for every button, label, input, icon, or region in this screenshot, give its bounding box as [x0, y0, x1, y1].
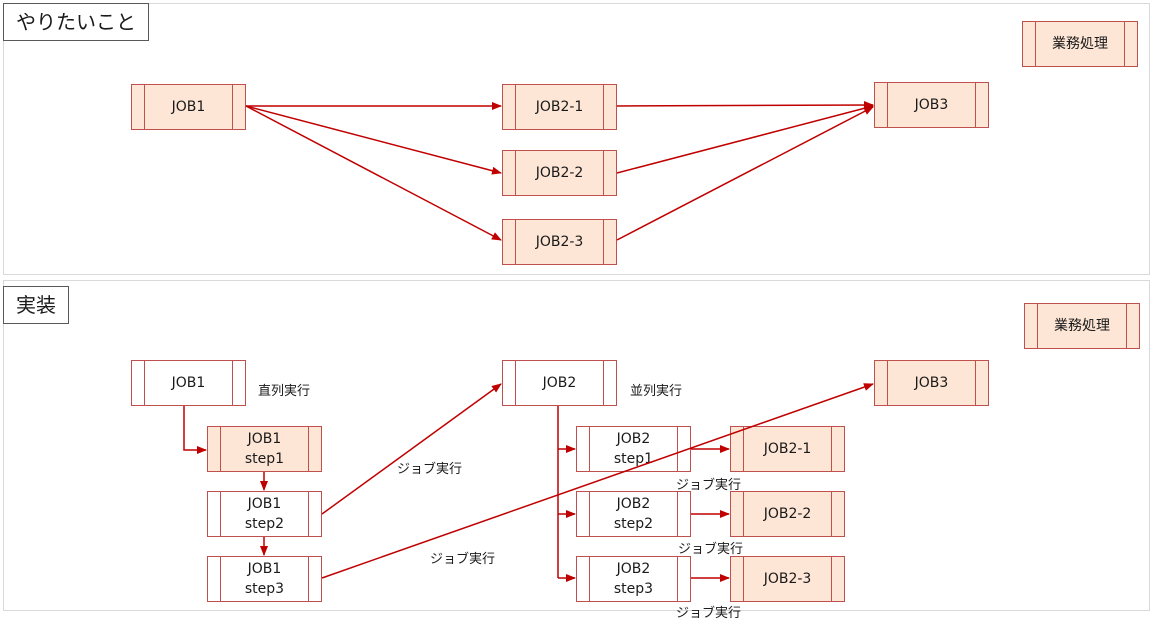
legend-business-process-bottom: 業務処理 — [1024, 303, 1140, 349]
label-parallel: 並列実行 — [630, 384, 683, 399]
node-job1-step1-step: step1 — [244, 451, 285, 467]
arrow-job2-3-to-job3 — [616, 106, 874, 241]
arrow-job2-1-to-job3 — [616, 101, 874, 110]
node-job2: JOB2 — [502, 360, 617, 406]
node-job3-top: JOB3 — [874, 82, 989, 128]
label-job-exec-5: ジョブ実行 — [676, 606, 742, 621]
node-job3: JOB3 — [874, 360, 989, 406]
label-serial: 直列実行 — [258, 384, 311, 399]
label-job-exec-2: ジョブ実行 — [430, 552, 496, 567]
node-job2-step1: JOB2 step1 — [576, 426, 691, 472]
label-job-exec-4: ジョブ実行 — [678, 542, 744, 557]
arrow-job1-to-job2-2 — [245, 105, 502, 175]
node-job1: JOB1 — [131, 360, 246, 406]
arrow-job2-2-to-job3 — [616, 104, 874, 174]
arrow-job1-to-job2-3 — [245, 105, 502, 241]
node-job2-step2-step: step2 — [613, 516, 654, 532]
node-job2-2-top: JOB2-2 — [502, 150, 617, 196]
node-job1-step3: JOB1 step3 — [207, 556, 322, 602]
node-job2-step1-step: step1 — [613, 451, 654, 467]
arrow-step3-to-job3 — [321, 383, 874, 579]
node-job1-step1: JOB1 step1 — [207, 426, 322, 472]
node-job2-1: JOB2-1 — [730, 426, 845, 472]
node-job2-3: JOB2-3 — [730, 556, 845, 602]
node-job2-step3: JOB2 step3 — [576, 556, 691, 602]
node-job2-step3-name: JOB2 — [616, 561, 651, 577]
arrow-step2-to-job2 — [321, 383, 502, 515]
node-job1-step1-name: JOB1 — [247, 431, 282, 447]
label-job-exec-3: ジョブ実行 — [676, 478, 742, 493]
top-panel-tag: やりたいこと — [3, 3, 149, 41]
node-job1-step3-name: JOB1 — [247, 561, 282, 577]
arrow-job1-to-step1 — [183, 406, 207, 454]
node-job2-2: JOB2-2 — [730, 491, 845, 537]
legend-business-process-top: 業務処理 — [1022, 21, 1138, 67]
node-job2-1-top: JOB2-1 — [502, 84, 617, 130]
node-job1-step2: JOB1 step2 — [207, 491, 322, 537]
node-job1-step3-step: step3 — [244, 581, 285, 597]
node-job1-step2-name: JOB1 — [247, 496, 282, 512]
node-job2-3-top: JOB2-3 — [502, 219, 617, 265]
node-job2-step3-step: step3 — [613, 581, 654, 597]
node-job2-step2: JOB2 step2 — [576, 491, 691, 537]
node-job2-step1-name: JOB2 — [616, 431, 651, 447]
node-job1-top: JOB1 — [131, 84, 246, 130]
node-job1-step2-step: step2 — [244, 516, 285, 532]
bottom-panel-tag: 実装 — [3, 286, 69, 324]
node-job2-step2-name: JOB2 — [616, 496, 651, 512]
label-job-exec-1: ジョブ実行 — [397, 462, 463, 477]
